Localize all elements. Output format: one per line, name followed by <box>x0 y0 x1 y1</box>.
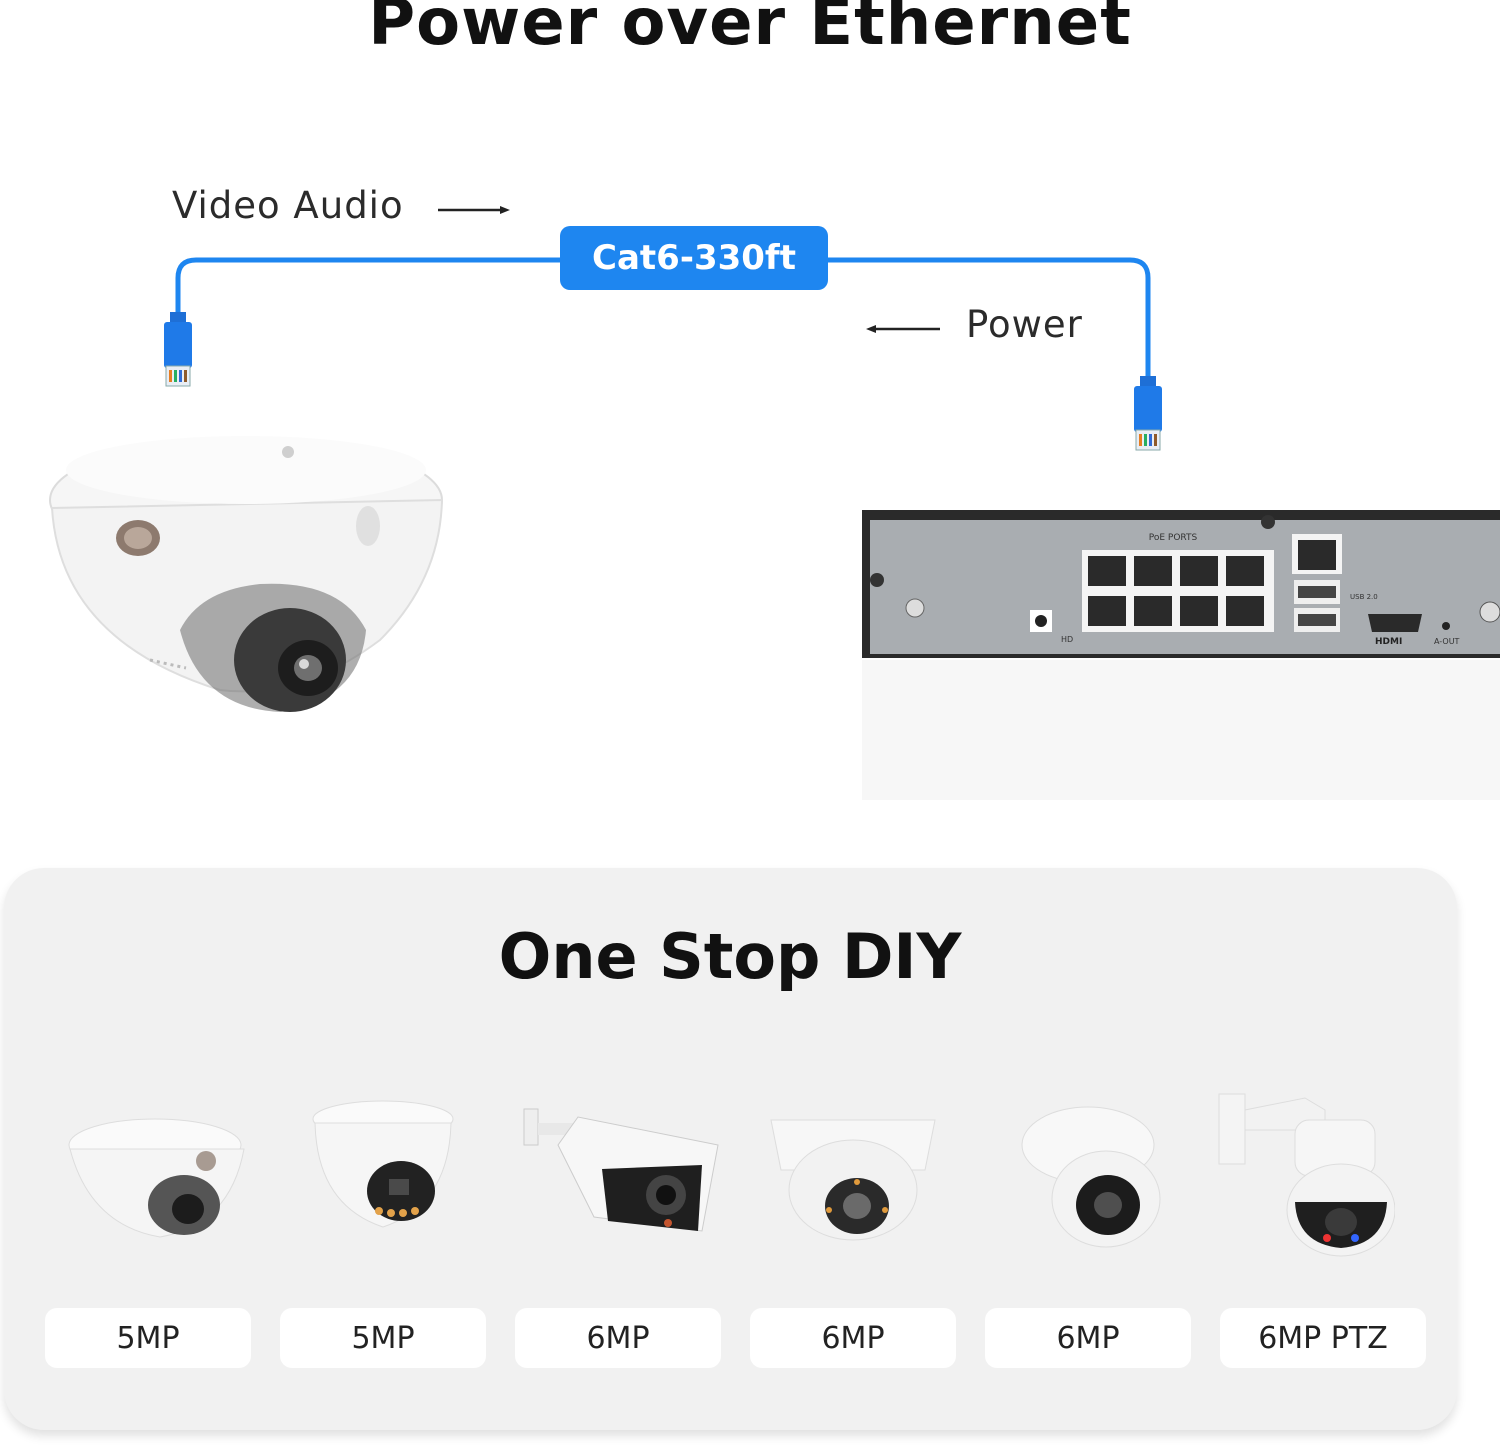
rj45-connector-right-icon <box>1134 376 1162 451</box>
cable-badge: Cat6-330ft <box>560 226 828 290</box>
dome-camera-large-icon <box>49 436 444 712</box>
video-audio-label: Video Audio <box>172 184 404 227</box>
arrow-right-icon <box>500 206 510 214</box>
camera-label-3: 6MP <box>515 1308 721 1368</box>
poe-connection-diagram: PoE PORTS USB 2.0 HDMI A-OUT HD <box>49 206 1500 800</box>
ptz-camera-icon <box>1218 1093 1395 1257</box>
camera-label-4: 6MP <box>750 1308 956 1368</box>
page-title: Power over Ethernet <box>368 0 1132 60</box>
cable-left-segment <box>175 257 560 318</box>
aout-label: A-OUT <box>1434 637 1460 646</box>
nvr-recorder-icon <box>862 510 1500 658</box>
power-label: Power <box>966 303 1083 346</box>
camera-label-2: 5MP <box>280 1308 486 1368</box>
arrow-left-icon <box>866 325 876 333</box>
nvr-reflection <box>862 660 1500 800</box>
cable-right-segment <box>828 257 1151 382</box>
dome-camera-icon <box>770 1119 936 1241</box>
bullet-camera-icon <box>523 1108 719 1232</box>
mini-dome-camera-icon <box>68 1118 245 1238</box>
section-title: One Stop DIY <box>498 920 962 993</box>
poe-ports-label: PoE PORTS <box>1149 533 1198 543</box>
turret-camera-icon-2 <box>1021 1106 1161 1248</box>
usb-label: USB 2.0 <box>1350 593 1378 601</box>
camera-label-5: 6MP <box>985 1308 1191 1368</box>
rj45-connector-left-icon <box>164 312 192 387</box>
camera-label-6: 6MP PTZ <box>1220 1308 1426 1368</box>
hdmi-label: HDMI <box>1375 637 1402 647</box>
camera-label-1: 5MP <box>45 1308 251 1368</box>
hd-label: HD <box>1061 635 1073 644</box>
turret-camera-icon <box>312 1100 454 1228</box>
